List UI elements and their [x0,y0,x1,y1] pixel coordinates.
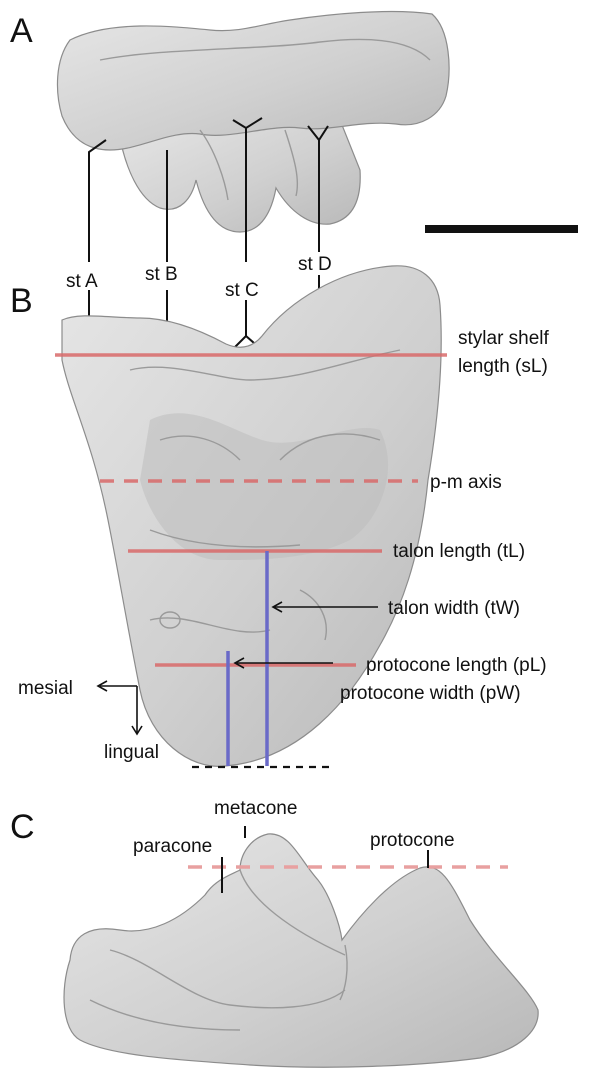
stylar-cusp-d-label: st D [298,254,332,275]
stylar-cusp-c-label: st C [225,280,259,301]
metacone-label: metacone [214,798,297,819]
mesial-label: mesial [18,678,73,699]
lingual-label: lingual [104,742,159,763]
paracone-label: paracone [133,836,212,857]
protocone-label: protocone [370,830,455,851]
stylar-shelf-label-line2: length (sL) [458,356,548,377]
orientation-indicator [98,681,142,734]
talon-width-label: talon width (tW) [388,598,520,619]
stylar-cusp-b-label: st B [145,264,178,285]
tooth-occlusal-buccal-view [57,12,449,232]
stylar-cusp-a-label: st A [66,271,98,292]
tooth-lateral-view [64,834,538,1067]
talon-length-label: talon length (tL) [393,541,525,562]
panel-label-a: A [10,12,33,50]
panel-label-c: C [10,808,35,846]
stylar-shelf-label-line1: stylar shelf [458,328,550,349]
protocone-width-label-visible: protocone width (pW) [340,683,521,704]
pm-axis-label: p-m axis [430,472,502,493]
panel-label-b: B [10,282,33,320]
protocone-length-label: protocone length (pL) [366,655,547,676]
